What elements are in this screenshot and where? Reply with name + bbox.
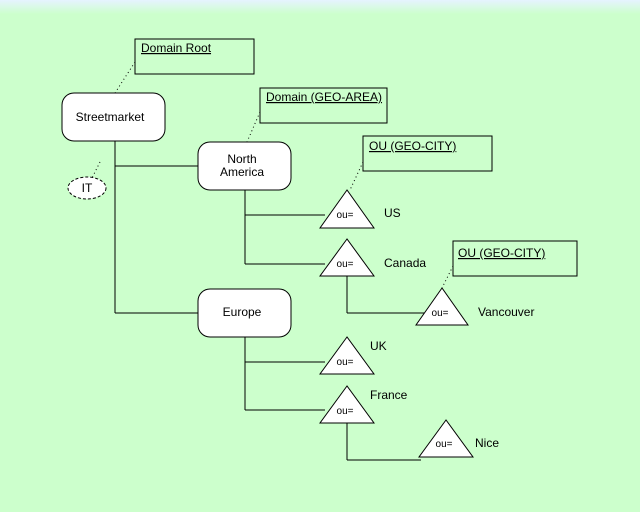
node-streetmarket: Streetmarket <box>61 92 166 142</box>
ou-geo-city-label-2: OU (GEO-CITY) <box>458 246 545 260</box>
ou-prefix-uk: ou= <box>337 357 354 368</box>
ou-triangle-france: ou= France <box>319 385 408 424</box>
leader-domain-root <box>114 61 136 94</box>
node-north-america: North America <box>197 141 292 191</box>
domain-geo-area-label: Domain (GEO-AREA) <box>266 90 382 104</box>
ou-geo-city-label-1: OU (GEO-CITY) <box>369 139 456 153</box>
leader-it <box>91 161 101 179</box>
north-america-label-line2: America <box>220 165 264 179</box>
ou-name-us: US <box>384 206 401 220</box>
top-band <box>0 0 640 14</box>
ou-triangle-vancouver: ou= Vancouver <box>415 287 534 326</box>
label-box-ou-geo-city-1: OU (GEO-CITY) <box>362 135 493 172</box>
tree-connectors <box>114 141 425 461</box>
leader-domain-geo-area <box>246 111 261 143</box>
streetmarket-label: Streetmarket <box>76 110 145 124</box>
it-label: IT <box>82 181 93 195</box>
north-america-label-line1: North <box>227 152 256 166</box>
node-it: IT <box>67 176 107 200</box>
ou-triangle-uk: ou= UK <box>319 336 387 375</box>
leader-ou-geo-city-1 <box>349 161 364 191</box>
ou-name-france: France <box>370 388 408 402</box>
ou-prefix-france: ou= <box>337 406 354 417</box>
leader-ou-geo-city-2 <box>441 265 454 289</box>
ou-triangle-nice: ou= Nice <box>418 419 499 458</box>
ou-prefix-canada: ou= <box>337 259 354 270</box>
ou-name-vancouver: Vancouver <box>478 305 534 319</box>
ou-name-uk: UK <box>370 339 387 353</box>
label-box-domain-geo-area: Domain (GEO-AREA) <box>259 87 388 124</box>
leader-lines <box>91 61 454 289</box>
node-europe: Europe <box>197 288 292 338</box>
label-box-ou-geo-city-2: OU (GEO-CITY) <box>452 240 578 277</box>
ou-name-canada: Canada <box>384 256 426 270</box>
europe-label: Europe <box>223 305 262 319</box>
label-box-domain-root: Domain Root <box>134 38 255 75</box>
ou-prefix-nice: ou= <box>436 439 453 450</box>
ou-triangle-us: ou= US <box>319 189 401 229</box>
domain-root-label: Domain Root <box>141 41 212 55</box>
ou-name-nice: Nice <box>475 436 499 450</box>
ou-triangle-canada: ou= Canada <box>319 238 426 277</box>
ou-prefix-vancouver: ou= <box>432 308 449 319</box>
ou-prefix-us: ou= <box>337 210 354 221</box>
